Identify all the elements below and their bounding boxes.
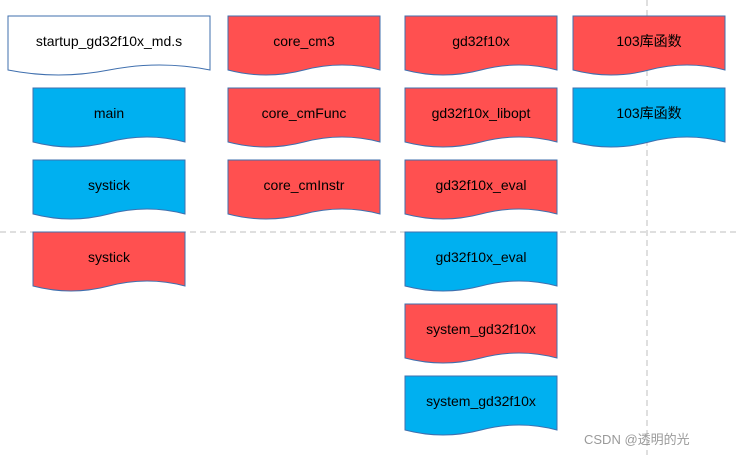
document-shape-body [404,15,558,76]
document-shape-label: gd32f10x [452,33,510,49]
document-shape-body [404,87,558,148]
document-shape: startup_gd32f10x_md.s [7,15,211,76]
document-shape-body [572,87,726,148]
document-shape-body [404,375,558,436]
document-shape-label: gd32f10x_eval [435,249,526,265]
document-shape: systick [32,159,186,220]
document-shape: gd32f10x [404,15,558,76]
document-shape: system_gd32f10x [404,303,558,364]
document-shape-body [404,159,558,220]
document-shape: systick [32,231,186,292]
document-shape-body [227,15,381,76]
document-shape-label: gd32f10x_eval [435,177,526,193]
document-shape: core_cmInstr [227,159,381,220]
document-shape-body [7,15,211,76]
document-shape-body [32,159,186,220]
document-shape: system_gd32f10x [404,375,558,436]
document-shape-label: gd32f10x_libopt [432,105,531,121]
document-shape-body [404,303,558,364]
document-shape-label: system_gd32f10x [426,393,536,409]
document-shape-label: core_cmFunc [262,105,347,121]
document-shape-body [227,159,381,220]
document-shape: 103库函数 [572,15,726,76]
document-shape-label: core_cm3 [273,33,335,49]
document-shape-body [32,231,186,292]
document-shape: main [32,87,186,148]
document-shape-label: core_cmInstr [264,177,345,193]
document-shape: core_cmFunc [227,87,381,148]
document-shape-label: 103库函数 [616,105,681,121]
document-shape-body [227,87,381,148]
document-shape-body [572,15,726,76]
document-shape: gd32f10x_eval [404,159,558,220]
document-shape: gd32f10x_libopt [404,87,558,148]
document-shape-label: systick [88,177,131,193]
document-shape-body [32,87,186,148]
document-shape-label: startup_gd32f10x_md.s [36,33,182,49]
document-shape-body [404,231,558,292]
document-shape-label: main [94,105,124,121]
document-shape-label: systick [88,249,131,265]
document-shape: gd32f10x_eval [404,231,558,292]
document-shape-label: 103库函数 [616,33,681,49]
document-shape: 103库函数 [572,87,726,148]
watermark: CSDN @透明的光 [584,432,690,447]
document-shape: core_cm3 [227,15,381,76]
document-shape-label: system_gd32f10x [426,321,536,337]
